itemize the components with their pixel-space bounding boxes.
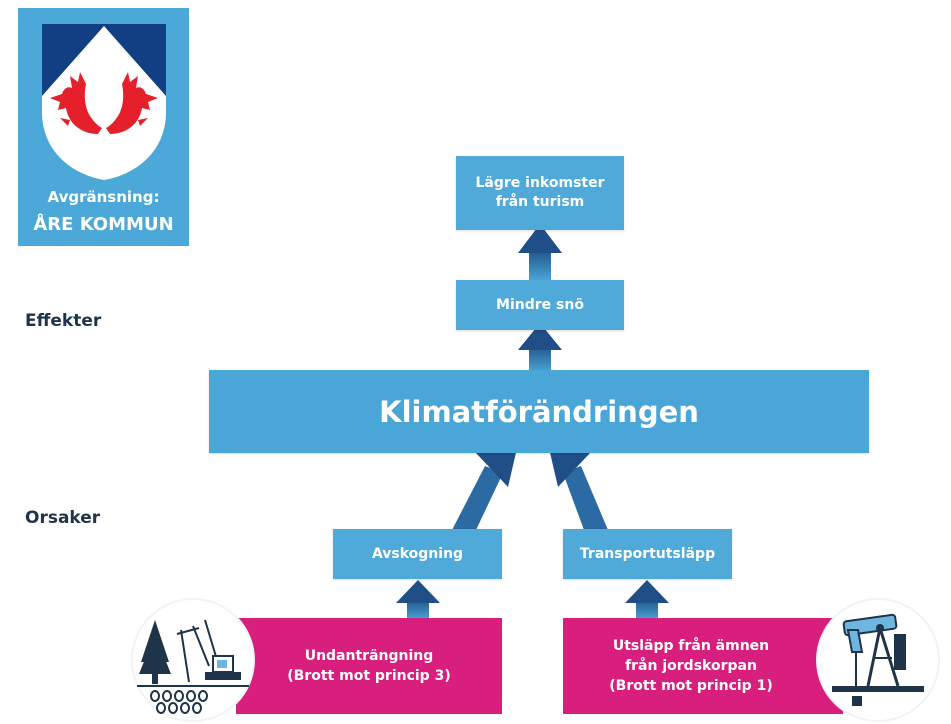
- less-snow-box: Mindre snö: [456, 280, 624, 330]
- lower-income-line1: Lägre inkomster: [475, 175, 605, 191]
- lower-income-box: Lägre inkomster från turism: [456, 156, 624, 230]
- crest-municipality-name: ÅRE KOMMUN: [33, 214, 174, 235]
- crest-caption-label: Avgränsning:: [47, 188, 160, 206]
- effects-label: Effekter: [25, 311, 102, 331]
- lower-income-line2: från turism: [495, 194, 585, 210]
- arrow-deforestation-to-climate: [452, 444, 518, 530]
- arrow-emissions-to-transport: [625, 580, 669, 620]
- coat-of-arms-icon: [42, 24, 166, 180]
- oil-pump-icon: [818, 600, 938, 720]
- deforestation-box: Avskogning: [333, 529, 502, 579]
- emissions-line3: (Brott mot princip 1): [609, 678, 773, 694]
- climate-change-box: Klimatförändringen: [209, 370, 869, 453]
- causes-label: Orsaker: [25, 508, 101, 528]
- displacement-line2: (Brott mot princip 3): [287, 668, 451, 684]
- displacement-line1: Undanträngning: [304, 648, 434, 664]
- emissions-line2: från jordskorpan: [625, 658, 757, 674]
- emissions-line1: Utsläpp från ämnen: [612, 638, 770, 654]
- transport-emissions-box: Transportutsläpp: [563, 529, 732, 579]
- arrow-snow-to-income: [518, 224, 562, 281]
- municipality-crest-panel: Avgränsning: ÅRE KOMMUN: [18, 8, 189, 246]
- forest-logging-icon: [133, 600, 253, 720]
- arrow-climate-to-snow: [518, 323, 562, 372]
- arrow-transport-to-climate: [548, 444, 608, 530]
- emissions-box: Utsläpp från ämnen från jordskorpan (Bro…: [563, 618, 843, 714]
- arrow-displacement-to-deforestation: [396, 580, 440, 620]
- displacement-box: Undanträngning (Brott mot princip 3): [236, 618, 502, 714]
